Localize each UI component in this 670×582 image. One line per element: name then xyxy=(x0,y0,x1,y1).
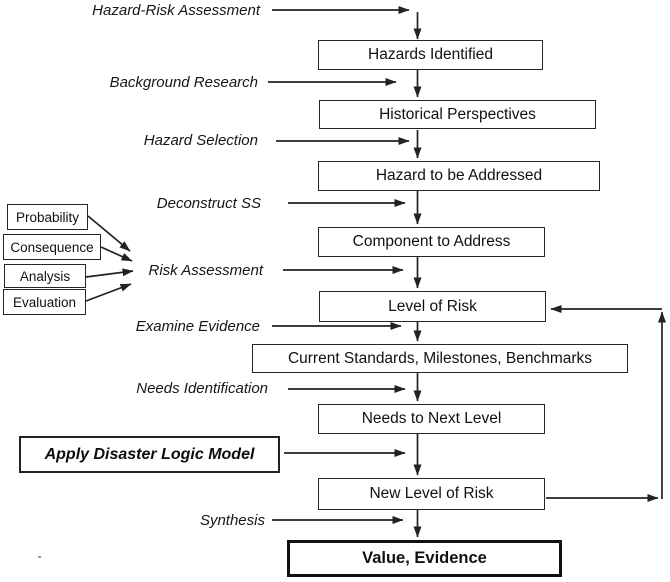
flow-box-new-level-of-risk: New Level of Risk xyxy=(318,478,545,510)
arrow-evaluation-to-risk xyxy=(85,283,132,302)
arrow-consequence-to-risk xyxy=(100,246,133,262)
flow-box-needs-to-next-level: Needs to Next Level xyxy=(318,404,545,434)
arrow-analysis-to-risk xyxy=(85,268,134,278)
flow-box-hazard-to-be-addressed: Hazard to be Addressed xyxy=(318,161,600,191)
flow-box-level-of-risk: Level of Risk xyxy=(319,291,546,322)
side-label-deconstruct-ss: Deconstruct SS xyxy=(156,195,261,212)
side-label-background-research: Background Research xyxy=(109,74,258,91)
side-label-needs-identification: Needs Identification xyxy=(136,380,268,397)
side-label-hazard-selection: Hazard Selection xyxy=(143,132,258,149)
input-box-analysis: Analysis xyxy=(4,264,86,288)
side-label-synthesis: Synthesis xyxy=(199,512,265,529)
input-box-consequence: Consequence xyxy=(3,234,101,260)
side-label-examine-evidence: Examine Evidence xyxy=(135,318,260,335)
side-label-hazard-risk-assessment: Hazard-Risk Assessment xyxy=(92,2,260,19)
input-box-evaluation: Evaluation xyxy=(3,289,86,315)
flow-box-value-evidence: Value, Evidence xyxy=(287,540,562,577)
input-box-probability: Probability xyxy=(7,204,88,230)
flow-box-hazards-identified: Hazards Identified xyxy=(318,40,543,70)
flow-box-current-standards: Current Standards, Milestones, Benchmark… xyxy=(252,344,628,373)
logic-model-box: Apply Disaster Logic Model xyxy=(19,436,280,473)
flow-box-component-to-address: Component to Address xyxy=(318,227,545,257)
side-label-risk-assessment: Risk Assessment xyxy=(148,262,263,279)
scan-artifact-dot xyxy=(38,556,41,558)
flow-box-historical-perspectives: Historical Perspectives xyxy=(319,100,596,129)
